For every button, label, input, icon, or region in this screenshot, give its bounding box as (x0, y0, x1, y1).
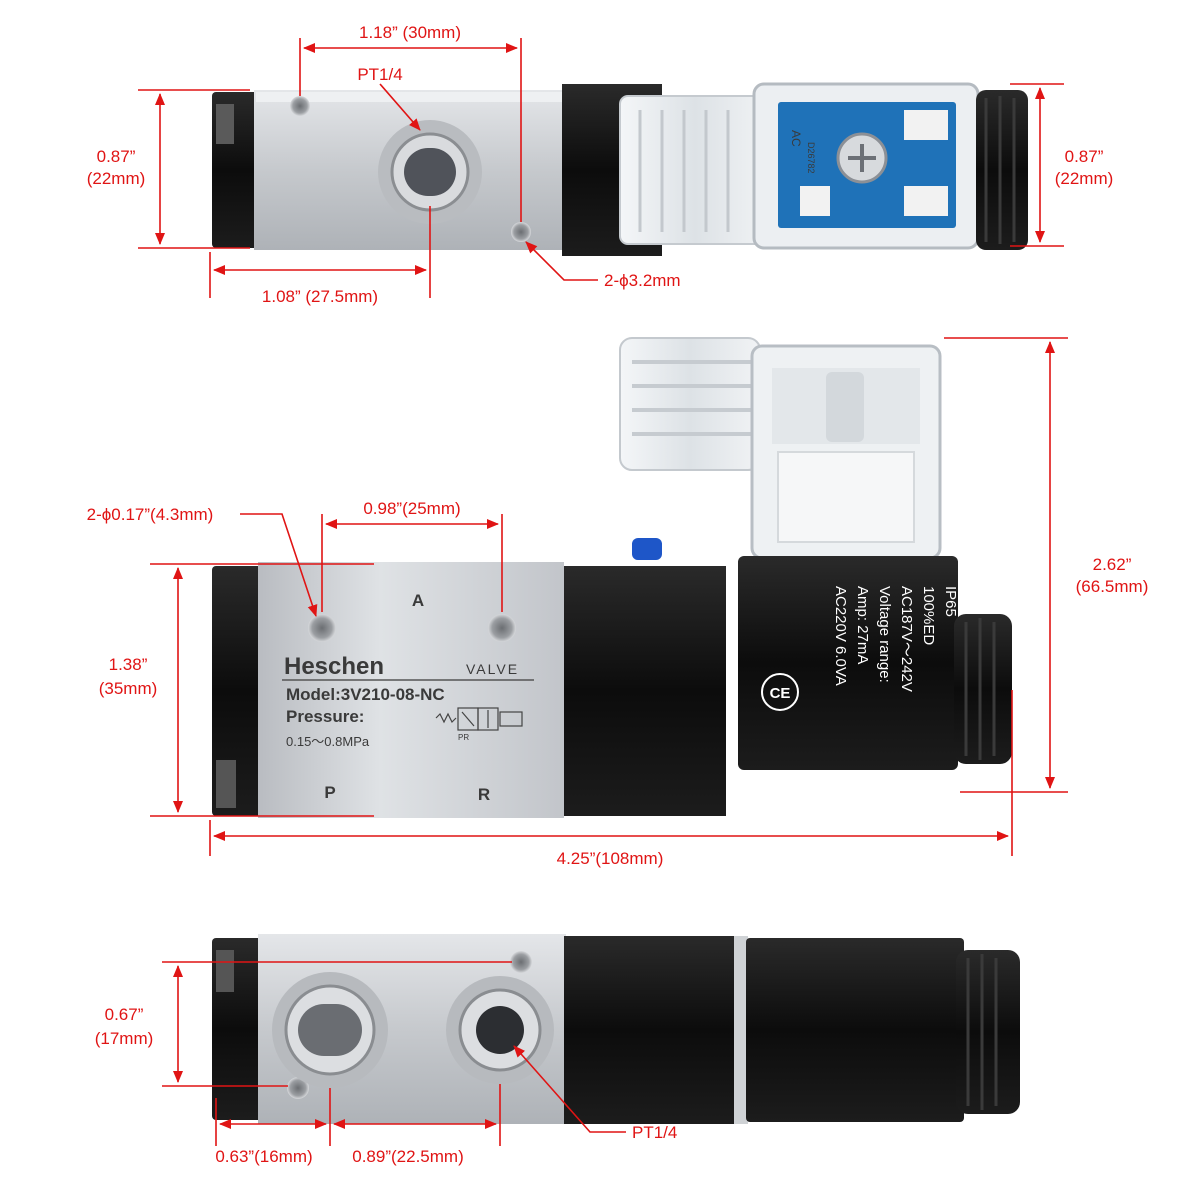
bottom-coil (746, 938, 964, 1122)
ce-mark-ring (761, 673, 799, 711)
top-dim-height-left-mm: (22mm) (87, 169, 146, 188)
top-terminal-1 (904, 110, 948, 140)
side-dim-mount-holes: 2-ϕ0.17”(4.3mm) (87, 505, 214, 524)
bottom-mount-hole-2 (287, 1077, 309, 1099)
top-dim-height-left-in: 0.87” (97, 147, 136, 166)
port-label-p: P (324, 783, 335, 802)
top-terminal-3 (800, 186, 830, 216)
port-label-r: R (478, 785, 490, 804)
top-cable-gland (976, 90, 1028, 250)
side-dim-total-height-mm: (66.5mm) (1076, 577, 1149, 596)
coil-line-2: Amp: 27mA (854, 586, 871, 664)
side-connector-nut (619, 337, 761, 471)
side-dim-total-length: 4.25”(108mm) (557, 849, 664, 868)
top-pcb-code: D26782 (806, 142, 816, 174)
coil-line-5: 100%ED (920, 586, 937, 645)
bottom-divider (734, 936, 748, 1124)
top-mount-hole-1 (290, 96, 310, 116)
valve-symbol-letters: PR (458, 733, 469, 742)
top-view-dimensions (138, 38, 1064, 298)
side-end-clip (216, 760, 236, 808)
side-dim-hole-spacing: 0.98”(25mm) (363, 499, 460, 518)
side-dim-total-height-in: 2.62” (1093, 555, 1132, 574)
brand-name: Heschen (284, 653, 384, 680)
bottom-gland-ribs (966, 954, 998, 1110)
bottom-dim-hole-offset: 0.63”(16mm) (215, 1147, 312, 1166)
side-coil-label: AC220V 6.0VA Amp: 27mA Voltage range: AC… (832, 586, 959, 692)
side-connector-threads (632, 360, 752, 436)
top-dim-hole-spacing: 1.18” (30mm) (359, 23, 461, 42)
side-dim-height-in: 1.38” (109, 655, 148, 674)
side-end-cap (212, 566, 264, 816)
side-cable-gland (954, 614, 1012, 764)
side-mount-hole-2 (488, 614, 516, 642)
pressure-range: 0.15～0.8MPa (286, 734, 370, 749)
valve-label: VALVE (466, 661, 519, 677)
side-pilot-body (562, 566, 726, 816)
top-pcb-text: AC (789, 130, 803, 147)
bottom-pilot-body (564, 936, 744, 1124)
side-connector-base (777, 451, 915, 543)
side-mount-hole-1 (308, 614, 336, 642)
side-view-dimensions (150, 337, 1068, 856)
pressure-label: Pressure: (286, 707, 364, 726)
side-connector-pin (826, 372, 864, 442)
bottom-port-right-slot (476, 1006, 524, 1054)
model-label: Model:3V210-08-NC (286, 685, 445, 704)
ce-mark: CE (770, 685, 791, 702)
top-dim-height-right-mm: (22mm) (1055, 169, 1114, 188)
top-dim-mount-holes: 2-ϕ3.2mm (604, 271, 681, 290)
top-dim-port-thread: PT1/4 (357, 65, 402, 84)
bottom-dim-port-thread: PT1/4 (632, 1123, 677, 1142)
side-dim-height-mm: (35mm) (99, 679, 158, 698)
valve-symbol (435, 707, 523, 731)
side-gland-ribs (964, 618, 996, 760)
bottom-dim-height-mm: (17mm) (95, 1029, 154, 1048)
top-dim-port-offset: 1.08” (27.5mm) (262, 287, 378, 306)
side-coil (738, 556, 958, 770)
top-connector-body (619, 95, 771, 245)
coil-line-3: Voltage range: (876, 586, 893, 683)
top-mount-hole-2 (511, 222, 531, 242)
coil-line-4: AC187V～242V (898, 586, 915, 692)
bottom-mount-hole-1 (510, 951, 532, 973)
top-terminal-2 (904, 186, 948, 216)
top-body-highlight (256, 92, 562, 102)
top-gland-ribs (984, 96, 1016, 244)
coil-line-6: IP65 (942, 586, 959, 617)
side-manual-override (632, 538, 662, 560)
top-connector-ribs (638, 110, 730, 232)
bottom-view-dimensions (162, 961, 626, 1146)
bottom-cable-gland (956, 950, 1020, 1114)
side-view: AC220V 6.0VA Amp: 27mA Voltage range: AC… (212, 337, 1012, 818)
bottom-end-clip (216, 950, 234, 992)
coil-line-1: AC220V 6.0VA (832, 586, 849, 686)
bottom-dim-port-spacing: 0.89”(22.5mm) (352, 1147, 463, 1166)
top-view: AC D26782 (212, 82, 1028, 256)
bottom-dim-height-in: 0.67” (105, 1005, 144, 1024)
top-end-clip (216, 104, 234, 144)
port-label-a: A (412, 591, 424, 610)
top-dim-height-right-in: 0.87” (1065, 147, 1104, 166)
top-port-slot (404, 148, 456, 196)
bottom-view (212, 934, 1020, 1124)
bottom-port-left-slot (298, 1004, 362, 1056)
top-screw-cross (848, 144, 876, 172)
